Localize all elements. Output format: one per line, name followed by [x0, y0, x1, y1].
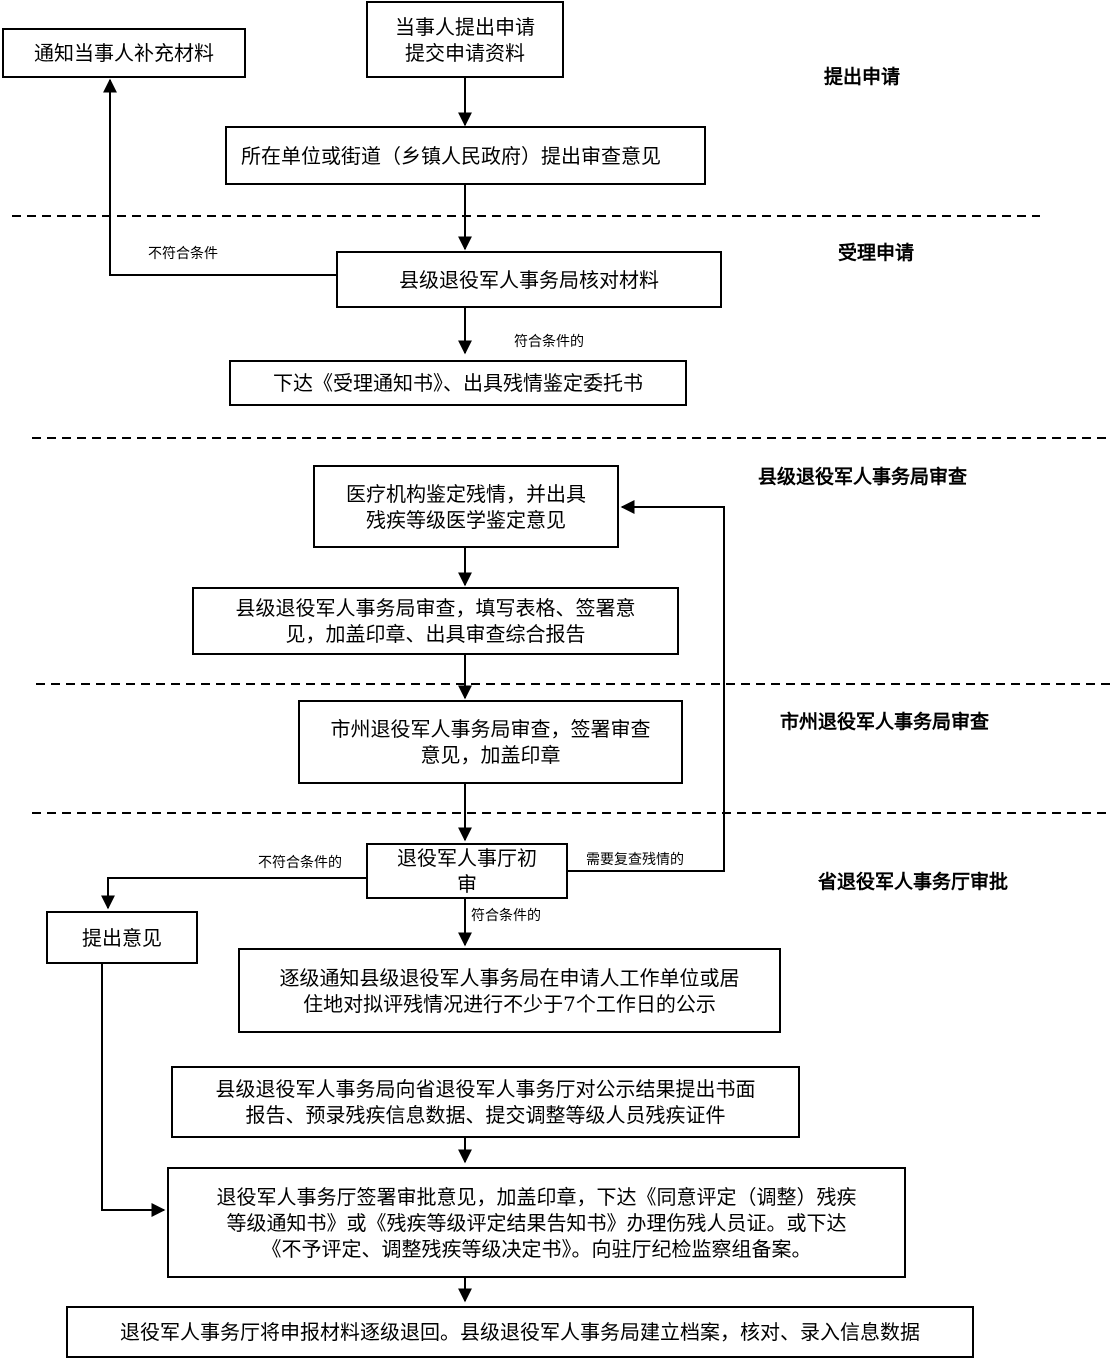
edge-label-not-qualified-1: 不符合条件	[148, 246, 218, 262]
box-issue-notice: 下达《受理通知书》、出具残情鉴定委托书	[229, 360, 687, 406]
box-county-check: 县级退役军人事务局核对材料	[336, 251, 722, 308]
arrow-initial-to-medical	[568, 500, 725, 872]
stage-label-accept: 受理申请	[838, 242, 915, 264]
arrow-initial-to-opinion	[101, 877, 366, 910]
edge-label-need-recheck: 需要复查残情的	[586, 852, 684, 868]
box-archive: 退役军人事务厅将申报材料逐级退回。县级退役军人事务局建立档案，核对、录入信息数据	[66, 1306, 974, 1358]
arrow-opinion-to-approve	[101, 964, 166, 1217]
stage-label-county-review: 县级退役军人事务局审查	[758, 466, 968, 488]
arrow-check-to-supplement	[103, 78, 336, 276]
stage-label-city-review: 市州退役军人事务局审查	[780, 711, 990, 733]
stage-label-province-approve: 省退役军人事务厅审批	[818, 871, 1009, 893]
box-city-audit: 市州退役军人事务局审查，签署审查 意见，加盖印章	[298, 700, 683, 784]
box-dept-initial-review: 退役军人事厅初 审	[366, 843, 568, 899]
box-submit-application: 当事人提出申请 提交申请资料	[366, 1, 564, 78]
box-give-opinion: 提出意见	[46, 911, 198, 964]
box-approval: 退役军人事务厅签署审批意见，加盖印章，下达《同意评定（调整）残疾 等级通知书》或…	[167, 1167, 906, 1278]
box-publicity: 逐级通知县级退役军人事务局在申请人工作单位或居 住地对拟评残情况进行不少于7个工…	[238, 948, 781, 1033]
box-medical-assessment: 医疗机构鉴定残情，并出具 残疾等级医学鉴定意见	[313, 465, 619, 548]
box-notify-supplement: 通知当事人补充材料	[2, 28, 246, 78]
edge-label-qualified-1: 符合条件的	[514, 334, 584, 350]
stage-dividers	[12, 215, 1110, 814]
box-written-report: 县级退役军人事务局向省退役军人事务厅对公示结果提出书面 报告、预录残疾信息数据、…	[171, 1066, 800, 1138]
box-county-audit: 县级退役军人事务局审查，填写表格、签署意 见，加盖印章、出具审查综合报告	[192, 587, 679, 655]
edge-label-qualified-2: 符合条件的	[471, 908, 541, 924]
box-unit-opinion: 所在单位或街道（乡镇人民政府）提出审查意见	[225, 126, 706, 185]
stage-label-apply: 提出申请	[824, 66, 901, 88]
edge-label-not-qualified-2: 不符合条件的	[258, 855, 342, 871]
